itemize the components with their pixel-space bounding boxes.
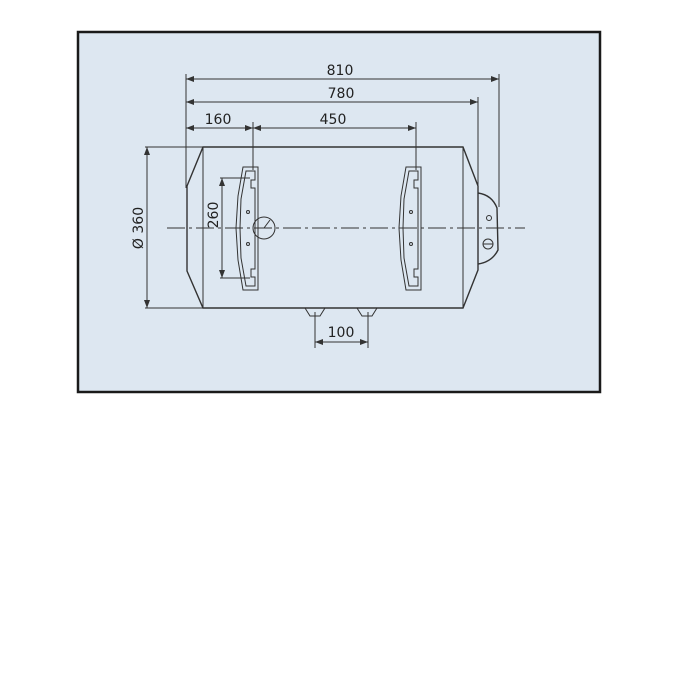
thermometer-gauge — [252, 216, 276, 240]
dim-label-260: 260 — [206, 202, 222, 229]
dim-label-810: 810 — [327, 63, 354, 79]
dim-label-100: 100 — [328, 325, 355, 341]
mounting-bracket-left — [235, 166, 259, 291]
dim-label-diameter: Ø 360 — [131, 207, 147, 249]
dim-label-780: 780 — [328, 86, 355, 102]
dim-label-160: 160 — [205, 112, 232, 128]
thermostat-cover — [477, 192, 499, 265]
mounting-bracket-right — [398, 166, 422, 291]
dim-label-450: 450 — [320, 112, 347, 128]
extension-lines — [145, 74, 500, 348]
drawing-frame — [76, 30, 602, 394]
